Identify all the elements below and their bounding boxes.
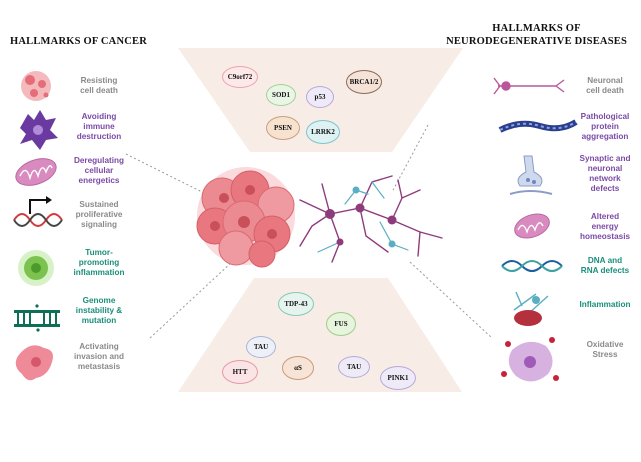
gene-psen-bubble: PSEN: [266, 116, 300, 140]
gene-s-bubble: αS: [282, 356, 314, 380]
gene-tdp43-bubble: TDP-43: [278, 292, 314, 316]
neuro-hallmarks-heading: HALLMARKS OF NEURODEGENERATIVE DISEASES: [446, 22, 627, 48]
right-hallmark-7-line: Oxidative: [586, 340, 624, 349]
gene-tau-bubble: TAU: [246, 336, 276, 358]
mitochondrion-icon: [514, 213, 550, 239]
gene-brca12-bubble: BRCA1/2: [346, 70, 382, 94]
gene-lrrk2-bubble: LRRK2: [306, 120, 340, 144]
synapse-icon: [509, 155, 553, 195]
left-hallmark-6-line: mutation: [81, 316, 117, 325]
right-hallmark-3-line: network: [589, 174, 621, 183]
left-hallmark-5-line: Tumor-: [85, 248, 113, 257]
ros-cell-icon: [501, 337, 559, 382]
gene-tau-bubble: TAU: [338, 356, 370, 378]
tumor-cell-cluster-icon: [196, 167, 295, 268]
left-hallmark-1-line: cell death: [80, 86, 118, 95]
right-hallmark-2-line: Pathological: [580, 112, 630, 121]
neuron-network-icon: [299, 175, 443, 263]
neuro-heading-line-2: NEURODEGENERATIVE DISEASES: [446, 36, 627, 47]
apoptotic-cell-icon: [21, 71, 51, 101]
right-hallmark-1-line: cell death: [586, 86, 624, 95]
glial-cell-icon: [513, 291, 549, 326]
right-hallmark-6-line: Inflammation: [579, 300, 631, 309]
left-hallmark-4-line: proliferative: [75, 210, 123, 219]
cancer-hallmarks-heading: HALLMARKS OF CANCER: [10, 36, 147, 47]
migrating-cell-icon: [15, 345, 53, 381]
left-hallmark-4-line: Sustained: [79, 200, 119, 209]
right-hallmark-7-line: Stress: [592, 350, 618, 359]
left-hallmark-2-line: immune: [83, 122, 115, 131]
left-hallmark-3-line: cellular: [84, 166, 114, 175]
broken-dna-icon: [14, 304, 60, 332]
left-hallmark-2-line: destruction: [76, 132, 122, 141]
right-hallmark-4-line: energy: [591, 222, 619, 231]
right-hallmark-5-line: RNA defects: [580, 266, 630, 275]
right-hallmark-5-line: DNA and: [587, 256, 623, 265]
right-hallmark-4-line: Altered: [590, 212, 620, 221]
gene-pink1-bubble: PINK1: [380, 366, 416, 390]
right-hallmark-2-line: aggregation: [581, 132, 629, 141]
right-hallmark-3-line: neuronal: [587, 164, 623, 173]
immune-cell-icon: [20, 110, 58, 150]
right-hallmark-3-line: defects: [590, 184, 620, 193]
bottom-gene-panel: [178, 278, 462, 392]
right-hallmark-6: Inflammation: [572, 300, 638, 310]
gene-fus-bubble: FUS: [326, 312, 356, 336]
gene-p53-bubble: p53: [306, 86, 334, 108]
left-hallmark-3-line: Deregulating: [73, 156, 125, 165]
left-hallmark-7-line: invasion and: [73, 352, 125, 361]
right-hallmark-2-line: protein: [591, 122, 619, 131]
left-hallmark-1-line: Resisting: [80, 76, 118, 85]
left-hallmark-2-line: Avoiding: [81, 112, 117, 121]
gene-c9orf72-bubble: C9orf72: [222, 66, 258, 88]
left-hallmark-7-line: metastasis: [77, 362, 121, 371]
protein-fibril-icon: [498, 119, 578, 133]
mitochondrion-icon: [15, 158, 57, 186]
dna-promoter-icon: [13, 196, 63, 227]
right-hallmark-1-line: Neuronal: [587, 76, 623, 85]
neuro-heading-line-1: HALLMARKS OF: [492, 23, 581, 34]
left-hallmark-5-line: promoting: [78, 258, 120, 267]
neuron-icon: [493, 77, 565, 95]
left-hallmark-6-line: instability &: [75, 306, 123, 315]
left-hallmark-6-line: Genome: [82, 296, 116, 305]
gene-sod1-bubble: SOD1: [266, 84, 296, 106]
right-hallmark-4-line: homeostasis: [579, 232, 631, 241]
left-hallmark-4-line: signaling: [81, 220, 117, 229]
right-hallmark-3-line: Synaptic and: [579, 154, 631, 163]
left-hallmark-7-line: Activating: [79, 342, 119, 351]
dna-helix-icon: [501, 260, 563, 272]
left-hallmark-5-line: inflammation: [73, 268, 125, 277]
gene-htt-bubble: HTT: [222, 360, 258, 384]
left-hallmark-3-line: energetics: [78, 176, 120, 185]
inflamed-cell-icon: [18, 250, 54, 286]
